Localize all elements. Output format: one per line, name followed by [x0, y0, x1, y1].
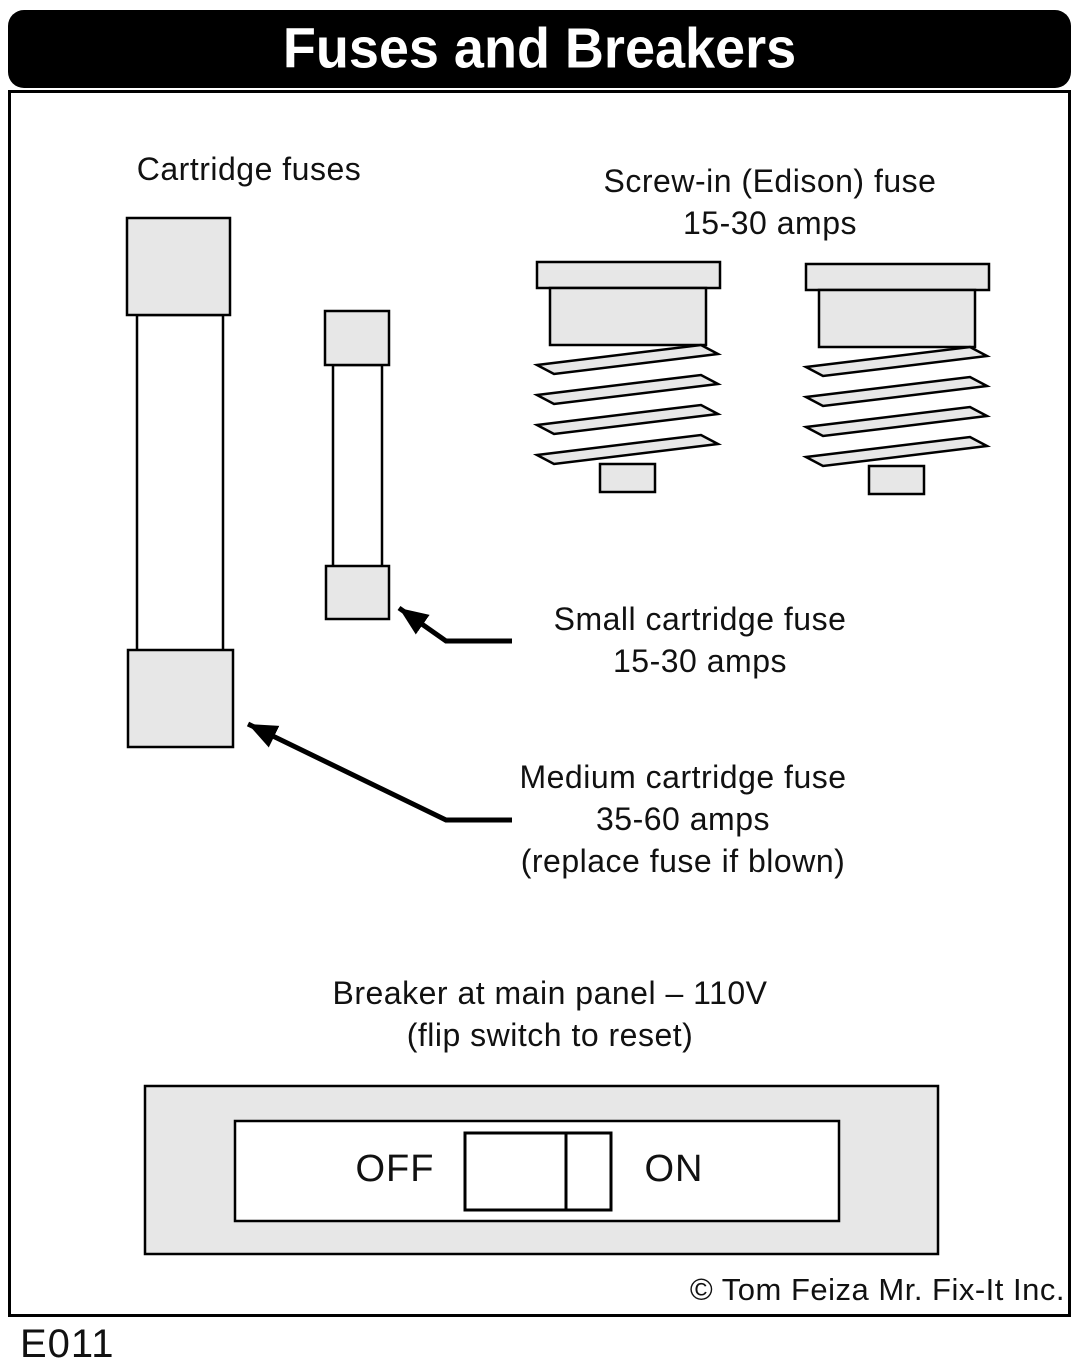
label-breaker-line1: Breaker at main panel – 110V	[332, 975, 768, 1011]
label-medium-cartridge-line3: (replace fuse if blown)	[520, 843, 846, 879]
label-breaker-line2: (flip switch to reset)	[406, 1017, 694, 1053]
label-medium-cartridge-fuse: Medium cartridge fuse 35-60 amps (replac…	[478, 756, 888, 882]
diagram-frame	[8, 90, 1071, 1317]
label-screw-in-fuse-line2: 15-30 amps	[683, 205, 857, 241]
label-medium-cartridge-line1: Medium cartridge fuse	[519, 759, 847, 795]
label-small-cartridge-line1: Small cartridge fuse	[553, 601, 847, 637]
small-cartridge-fuse-drawing	[323, 309, 391, 621]
copyright-notice: © Tom Feiza Mr. Fix-It Inc.	[689, 1272, 1065, 1307]
screw-in-fuse-right-drawing	[804, 262, 991, 496]
label-screw-in-fuse: Screw-in (Edison) fuse 15-30 amps	[565, 160, 975, 244]
page-title: Fuses and Breakers	[282, 17, 797, 81]
label-switch-on: ON	[644, 1148, 704, 1190]
medium-cartridge-fuse-drawing	[125, 216, 235, 749]
title-bar: Fuses and Breakers	[8, 10, 1071, 88]
arrow-to-small-fuse	[397, 605, 512, 644]
breaker-drawing	[143, 1084, 940, 1256]
label-switch-off: OFF	[355, 1148, 435, 1190]
label-screw-in-fuse-line1: Screw-in (Edison) fuse	[603, 163, 937, 199]
label-small-cartridge-fuse: Small cartridge fuse 15-30 amps	[515, 598, 885, 682]
label-cartridge-fuses: Cartridge fuses	[136, 151, 362, 187]
breaker-switch	[463, 1131, 613, 1212]
label-medium-cartridge-line2: 35-60 amps	[596, 801, 770, 837]
label-breaker: Breaker at main panel – 110V (flip switc…	[280, 972, 820, 1056]
screw-in-fuse-left-drawing	[535, 260, 722, 494]
label-small-cartridge-line2: 15-30 amps	[613, 643, 787, 679]
arrow-to-medium-fuse	[246, 721, 512, 823]
diagram-id: E011	[20, 1322, 115, 1366]
